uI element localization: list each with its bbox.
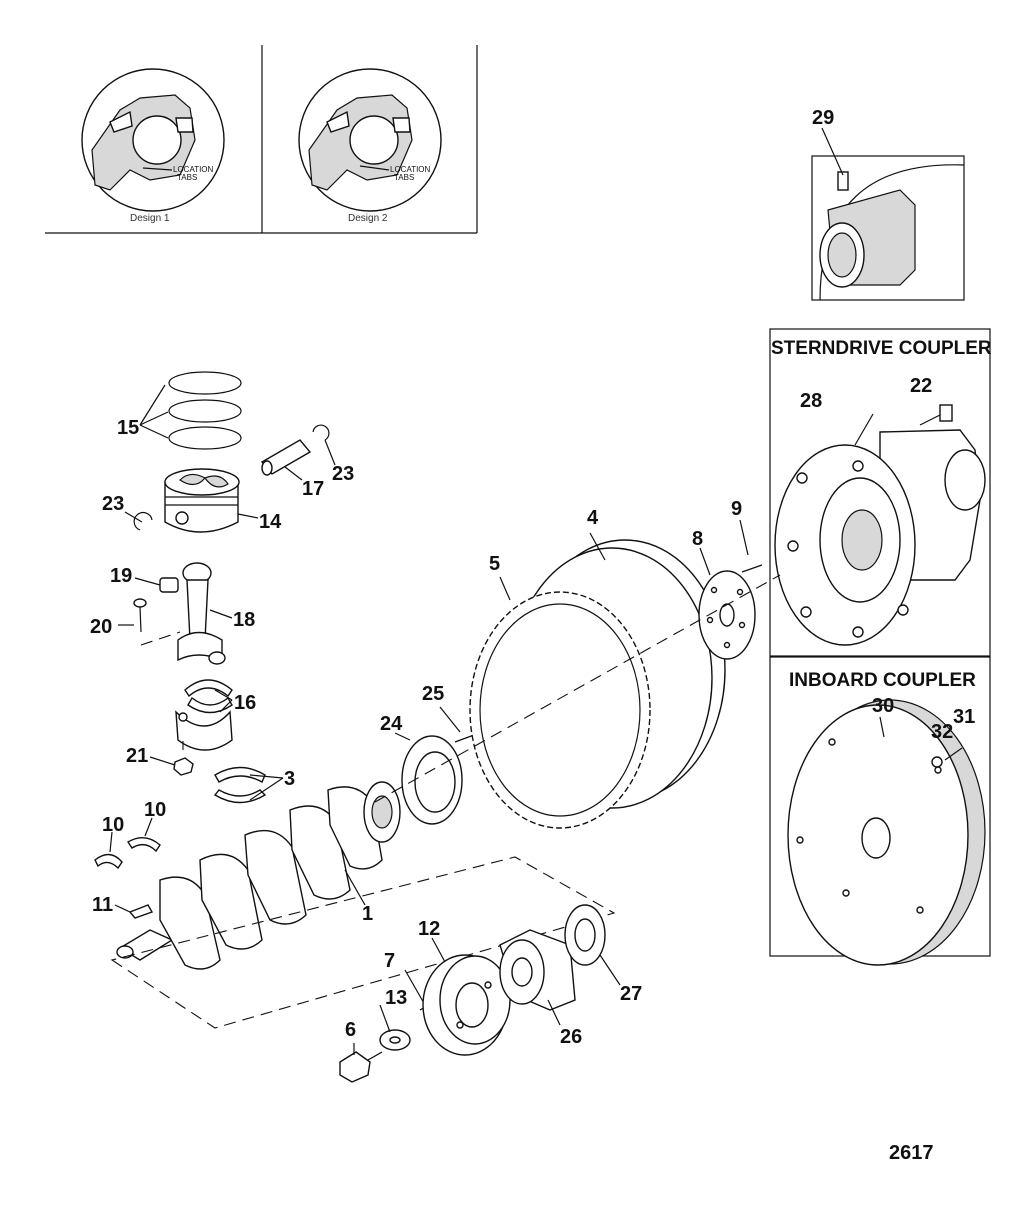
piston: [164, 468, 259, 533]
connecting-rod-bolt: [118, 598, 181, 646]
callout-15: 15: [117, 417, 139, 439]
rear-seal-plate: [394, 732, 463, 825]
callout-28: 28: [800, 390, 822, 412]
callout-23-right: 23: [332, 463, 354, 485]
sterndrive-coupler-title: STERNDRIVE COUPLER: [771, 338, 992, 359]
callout-6: 6: [345, 1019, 356, 1041]
callout-17: 17: [302, 478, 324, 500]
location-tabs-label-2: LOCATION: [390, 165, 431, 174]
ring-gear: [469, 576, 651, 829]
design-2-illustration: [298, 68, 442, 212]
crankshaft: [116, 781, 401, 970]
harmonic-hub: [499, 929, 576, 1026]
sterndrive-coupler-panel: STERNDRIVE COUPLER: [769, 328, 992, 657]
crankshaft-pulley: [422, 937, 511, 1056]
connecting-rod-cap: [175, 710, 233, 751]
connecting-rod-nut: [149, 756, 194, 776]
callout-10-right: 10: [144, 799, 166, 821]
callout-18: 18: [233, 609, 255, 631]
piston-pin-clip-right: [312, 424, 330, 441]
callout-20: 20: [90, 616, 112, 638]
callout-7: 7: [384, 950, 395, 972]
callout-12: 12: [418, 918, 440, 940]
callout-8: 8: [692, 528, 703, 550]
inboard-coupler-title: INBOARD COUPLER: [789, 670, 976, 691]
design-1-illustration: [81, 68, 225, 212]
callout-22: 22: [910, 375, 932, 397]
location-tabs-label-1b: TABS: [177, 173, 197, 182]
figure-number: 2617: [889, 1142, 934, 1164]
explode-boundary: [110, 856, 616, 1029]
rod-bearing-inserts: [184, 679, 233, 714]
callout-19: 19: [110, 565, 132, 587]
coupler-bolt: [739, 519, 763, 573]
callout-29: 29: [812, 107, 834, 129]
flywheel-spacer: [698, 547, 756, 660]
location-tabs-label-2b: TABS: [394, 173, 414, 182]
coupler-grease-fitting-inset: [811, 127, 965, 301]
callout-14: 14: [259, 511, 282, 533]
thrust-washers: [94, 817, 161, 870]
callout-32: 32: [931, 721, 953, 743]
callout-3: 3: [284, 768, 295, 790]
piston-rings-group: [139, 371, 242, 450]
callout-4: 4: [587, 507, 599, 529]
location-tabs-label-1: LOCATION: [173, 165, 214, 174]
design-2-caption: Design 2: [348, 213, 388, 224]
callout-10-left: 10: [102, 814, 124, 836]
seal-plate-screw: [439, 706, 475, 743]
crankshaft-key: [114, 904, 154, 919]
callout-23-left: 23: [102, 493, 124, 515]
piston-pin: [260, 439, 312, 481]
callout-25: 25: [422, 683, 444, 705]
callout-1: 1: [362, 903, 373, 925]
callout-30: 30: [872, 695, 894, 717]
callout-16: 16: [234, 692, 256, 714]
callout-21: 21: [126, 745, 148, 767]
callout-5: 5: [489, 553, 500, 575]
design-1-caption: Design 1: [130, 213, 170, 224]
pulley-washer: [379, 1004, 411, 1051]
front-seal: [564, 904, 621, 986]
callout-27: 27: [620, 983, 642, 1005]
main-bearing-inserts: [213, 766, 284, 804]
callout-13: 13: [385, 987, 407, 1009]
piston-pin-bushing: [134, 577, 179, 593]
callout-9: 9: [731, 498, 742, 520]
callout-24: 24: [380, 713, 403, 735]
crankshaft-pulley-bolt: [339, 1043, 383, 1083]
assembly-centerline: [374, 574, 781, 803]
callout-31: 31: [953, 706, 975, 728]
callout-26: 26: [560, 1026, 582, 1048]
connecting-rod: [177, 562, 233, 665]
piston-pin-clip-left: [133, 512, 153, 531]
inboard-coupler-panel: INBOARD COUPLER: [769, 656, 991, 966]
connecting-rod-design-inset: LOCATION TABS Design 1 LOCATION TABS Des…: [45, 45, 478, 234]
callout-11: 11: [92, 894, 113, 916]
